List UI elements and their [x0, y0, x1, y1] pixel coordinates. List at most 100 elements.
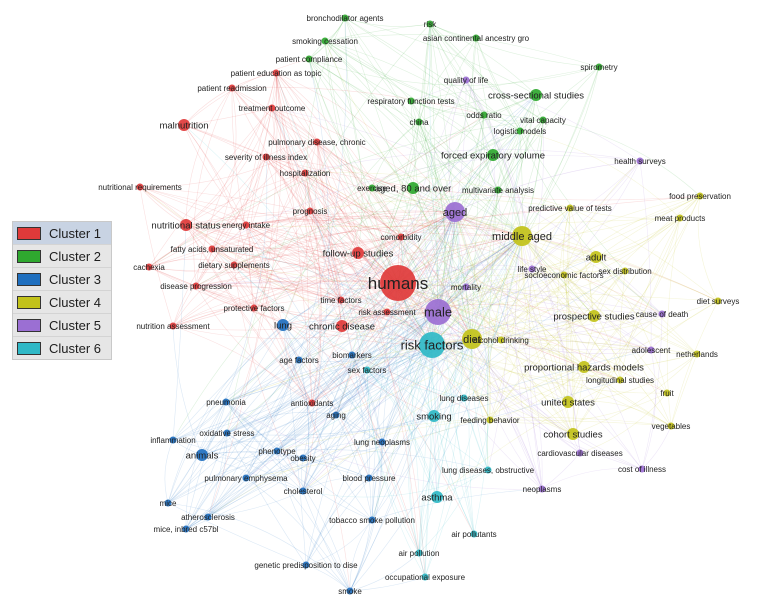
node-risk[interactable] [426, 20, 434, 28]
node-united-states[interactable] [562, 396, 574, 408]
node-risk-factors[interactable] [419, 332, 445, 358]
node-alcohol-drinking[interactable] [497, 336, 505, 344]
node-blood-pressure[interactable] [365, 474, 373, 482]
node-netherlands[interactable] [693, 350, 701, 358]
node-sex-factors[interactable] [363, 366, 371, 374]
node-obesity[interactable] [299, 454, 307, 462]
legend-item-cluster-5[interactable]: Cluster 5 [13, 314, 111, 337]
node-dietary-supplements[interactable] [230, 261, 238, 269]
node-cholesterol[interactable] [299, 487, 307, 495]
node-cross-sectional-studies[interactable] [530, 89, 542, 101]
node-mice[interactable] [164, 499, 172, 507]
node-respiratory-function-tests[interactable] [407, 97, 415, 105]
node-hospitalization[interactable] [301, 169, 309, 177]
node-vital-capacity[interactable] [539, 116, 547, 124]
node-smoking[interactable] [428, 410, 440, 422]
node-occupational-exposure[interactable] [421, 573, 429, 581]
node-cost-of-illness[interactable] [638, 465, 646, 473]
node-fruit[interactable] [663, 389, 671, 397]
node-lung[interactable] [277, 319, 289, 331]
node-prognosis[interactable] [306, 207, 314, 215]
node-biomarkers[interactable] [348, 351, 356, 359]
node-antioxidants[interactable] [308, 399, 316, 407]
node-nutritional-status[interactable] [180, 219, 192, 231]
node-oxidative-stress[interactable] [223, 429, 231, 437]
node-aged-80-and-over[interactable] [407, 182, 419, 194]
node-pulmonary-disease-chronic[interactable] [313, 138, 321, 146]
node-predictive-value-of-tests[interactable] [566, 204, 574, 212]
node-life-style[interactable] [528, 265, 536, 273]
node-cardiovascular-diseases[interactable] [576, 449, 584, 457]
node-adolescent[interactable] [647, 346, 655, 354]
node-time-factors[interactable] [337, 296, 345, 304]
node-diet[interactable] [462, 329, 482, 349]
legend-item-cluster-2[interactable]: Cluster 2 [13, 245, 111, 268]
node-air-pollution[interactable] [415, 549, 423, 557]
node-patient-compliance[interactable] [305, 55, 313, 63]
node-mice-inbred-c57bl[interactable] [182, 525, 190, 533]
node-socioeconomic-factors[interactable] [560, 271, 568, 279]
node-multivariate-analysis[interactable] [494, 186, 502, 194]
node-logistic-models[interactable] [516, 127, 524, 135]
node-lung-diseases[interactable] [460, 394, 468, 402]
node-male[interactable] [425, 299, 451, 325]
node-tobacco-smoke-pollution[interactable] [368, 516, 376, 524]
node-china[interactable] [415, 118, 423, 126]
node-severity-of-illness-index[interactable] [262, 153, 270, 161]
node-pneumonia[interactable] [222, 398, 230, 406]
node-patient-education-as-topic[interactable] [272, 69, 280, 77]
node-lung-neoplasms[interactable] [378, 438, 386, 446]
node-sex-distribution[interactable] [621, 267, 629, 275]
legend-item-cluster-3[interactable]: Cluster 3 [13, 268, 111, 291]
node-prospective-studies[interactable] [588, 310, 600, 322]
node-quality-of-life[interactable] [462, 76, 470, 84]
node-age-factors[interactable] [295, 356, 303, 364]
node-food-preservation[interactable] [696, 192, 704, 200]
node-phenotype[interactable] [273, 447, 281, 455]
node-smoke[interactable] [346, 587, 354, 595]
node-diet-surveys[interactable] [714, 297, 722, 305]
legend-item-cluster-1[interactable]: Cluster 1 [13, 222, 111, 245]
node-proportional-hazards-models[interactable] [578, 361, 590, 373]
node-aged[interactable] [445, 202, 465, 222]
node-middle-aged[interactable] [512, 226, 532, 246]
node-odds-ratio[interactable] [480, 111, 488, 119]
node-exercise[interactable] [368, 184, 376, 192]
node-disease-progression[interactable] [192, 282, 200, 290]
node-animals[interactable] [196, 449, 208, 461]
node-humans[interactable] [380, 265, 416, 301]
node-cachexia[interactable] [145, 263, 153, 271]
node-protective-factors[interactable] [250, 304, 258, 312]
node-asthma[interactable] [431, 491, 443, 503]
node-inflammation[interactable] [169, 436, 177, 444]
node-vegetables[interactable] [667, 422, 675, 430]
node-lung-diseases-obstructive[interactable] [484, 466, 492, 474]
node-feeding-behavior[interactable] [486, 416, 494, 424]
node-meat-products[interactable] [676, 214, 684, 222]
node-air-pollutants[interactable] [470, 530, 478, 538]
node-cause-of-death[interactable] [658, 310, 666, 318]
node-mortality[interactable] [462, 283, 470, 291]
node-longitudinal-studies[interactable] [616, 376, 624, 384]
node-follow-up-studies[interactable] [352, 247, 364, 259]
legend-item-cluster-4[interactable]: Cluster 4 [13, 291, 111, 314]
node-asian-continental-ancestry-gro[interactable] [472, 34, 480, 42]
node-adult[interactable] [590, 251, 602, 263]
node-bronchodilator-agents[interactable] [341, 14, 349, 22]
node-treatment-outcome[interactable] [268, 104, 276, 112]
node-neoplasms[interactable] [538, 485, 546, 493]
node-nutritional-requirements[interactable] [136, 183, 144, 191]
node-spirometry[interactable] [595, 63, 603, 71]
node-malnutrition[interactable] [178, 119, 190, 131]
legend-item-cluster-6[interactable]: Cluster 6 [13, 337, 111, 359]
node-pulmonary-emphysema[interactable] [242, 474, 250, 482]
node-nutrition-assessment[interactable] [169, 322, 177, 330]
node-genetic-predisposition-to-dise[interactable] [302, 561, 310, 569]
node-atherosclerosis[interactable] [204, 513, 212, 521]
node-comorbidity[interactable] [397, 233, 405, 241]
node-patient-readmission[interactable] [228, 84, 236, 92]
node-chronic-disease[interactable] [336, 320, 348, 332]
node-risk-assessment[interactable] [383, 308, 391, 316]
node-smoking-cessation[interactable] [321, 37, 329, 45]
node-forced-expiratory-volume[interactable] [487, 149, 499, 161]
